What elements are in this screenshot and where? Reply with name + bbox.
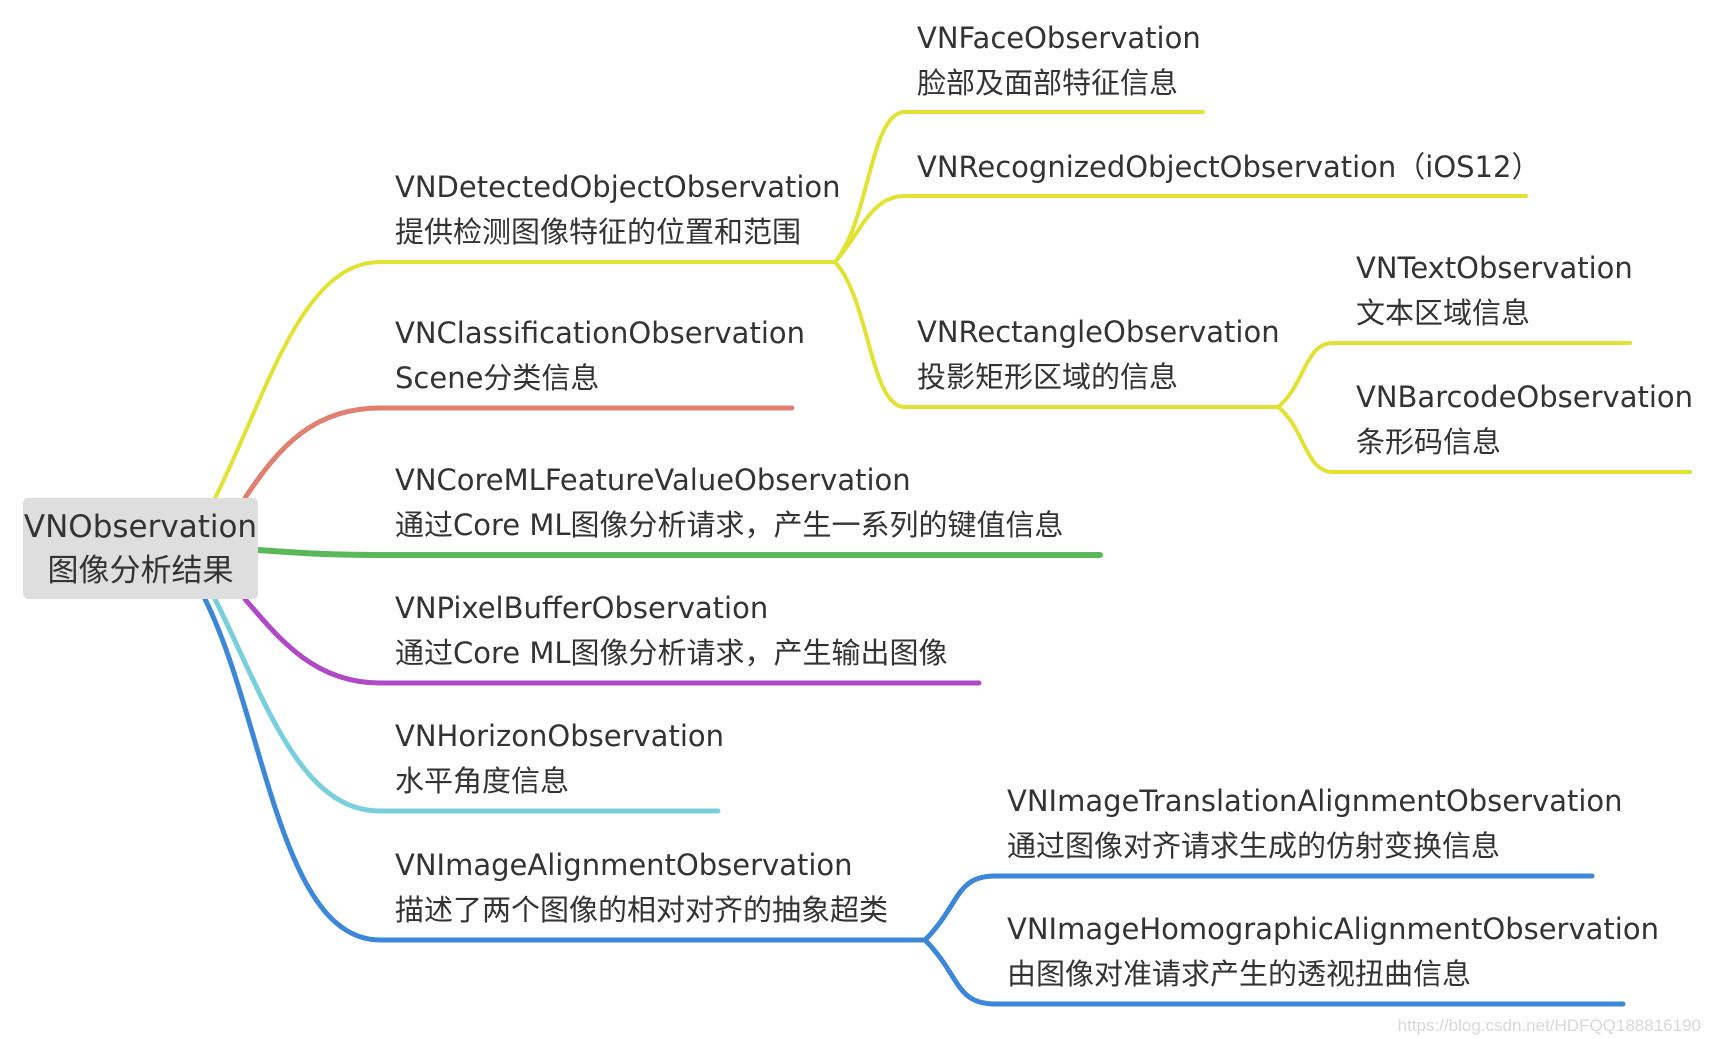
node-subtitle: 提供检测图像特征的位置和范围 (395, 215, 802, 249)
link-detected-face (833, 110, 1205, 264)
node-image-homographic-alignment: VNImageHomographicAlignmentObservation 由… (1007, 907, 1659, 997)
link-alignment-homographic (922, 937, 1626, 1007)
link-root-pixelbuffer (242, 596, 982, 686)
node-recognized-object: VNRecognizedObjectObservation（iOS12） (917, 145, 1540, 190)
node-subtitle: 条形码信息 (1356, 425, 1502, 459)
node-title: VNRectangleObservation (917, 315, 1280, 349)
watermark: https://blog.csdn.net/HDFQQ188816190 (1397, 1016, 1701, 1035)
node-subtitle: 通过Core ML图像分析请求，产生输出图像 (395, 636, 948, 670)
node-title: VNRecognizedObjectObservation（iOS12） (917, 150, 1541, 184)
node-title: VNDetectedObjectObservation (395, 170, 841, 204)
node-subtitle: 水平角度信息 (395, 764, 570, 798)
node-image-translation-alignment: VNImageTranslationAlignmentObservation 通… (1007, 779, 1623, 869)
node-subtitle: 通过Core ML图像分析请求，产生一系列的键值信息 (395, 508, 1064, 542)
link-root-coreml (255, 547, 1103, 558)
link-detected-recognized (833, 194, 1528, 264)
node-title: VNClassificationObservation (395, 316, 806, 350)
node-coreml-feature-value: VNCoreMLFeatureValueObservation 通过Core M… (395, 458, 1064, 548)
node-title: VNImageHomographicAlignmentObservation (1007, 912, 1659, 946)
node-subtitle: Scene分类信息 (395, 361, 600, 395)
link-root-horizon (212, 596, 721, 814)
node-face: VNFaceObservation 脸部及面部特征信息 (917, 16, 1201, 106)
node-image-alignment: VNImageAlignmentObservation 描述了两个图像的相对对齐… (395, 843, 888, 933)
node-title: VNTextObservation (1356, 251, 1633, 285)
root-node: VNObservation 图像分析结果 (23, 498, 258, 599)
link-alignment-translation (922, 873, 1595, 943)
node-horizon: VNHorizonObservation 水平角度信息 (395, 714, 724, 804)
link-rectangle-barcode (1276, 405, 1692, 474)
node-subtitle: 投影矩形区域的信息 (917, 360, 1179, 394)
node-pixel-buffer: VNPixelBufferObservation 通过Core ML图像分析请求… (395, 586, 948, 676)
node-title: VNImageAlignmentObservation (395, 848, 853, 882)
node-detected-object: VNDetectedObjectObservation 提供检测图像特征的位置和… (395, 165, 841, 255)
node-subtitle: 脸部及面部特征信息 (917, 66, 1179, 100)
link-root-classification (242, 405, 795, 501)
node-barcode: VNBarcodeObservation 条形码信息 (1356, 375, 1693, 465)
node-title: VNCoreMLFeatureValueObservation (395, 463, 911, 497)
link-rectangle-text (1276, 341, 1632, 409)
node-title: VNHorizonObservation (395, 719, 724, 753)
link-root-alignment (202, 596, 928, 943)
node-classification: VNClassificationObservation Scene分类信息 (395, 311, 805, 401)
link-root-detected (213, 260, 837, 500)
node-title: VNBarcodeObservation (1356, 380, 1694, 414)
node-title: VNPixelBufferObservation (395, 591, 769, 625)
node-title: VNImageTranslationAlignmentObservation (1007, 784, 1623, 818)
root-subtitle: 图像分析结果 (47, 552, 234, 589)
node-subtitle: 文本区域信息 (1356, 296, 1531, 330)
node-text: VNTextObservation 文本区域信息 (1356, 246, 1633, 336)
node-subtitle: 通过图像对齐请求生成的仿射变换信息 (1007, 829, 1501, 863)
root-title: VNObservation (23, 508, 258, 545)
node-subtitle: 由图像对准请求产生的透视扭曲信息 (1007, 957, 1472, 991)
link-detected-rectangle (833, 260, 1280, 409)
node-rectangle: VNRectangleObservation 投影矩形区域的信息 (917, 310, 1280, 400)
node-subtitle: 描述了两个图像的相对对齐的抽象超类 (395, 893, 889, 927)
node-title: VNFaceObservation (917, 21, 1201, 55)
